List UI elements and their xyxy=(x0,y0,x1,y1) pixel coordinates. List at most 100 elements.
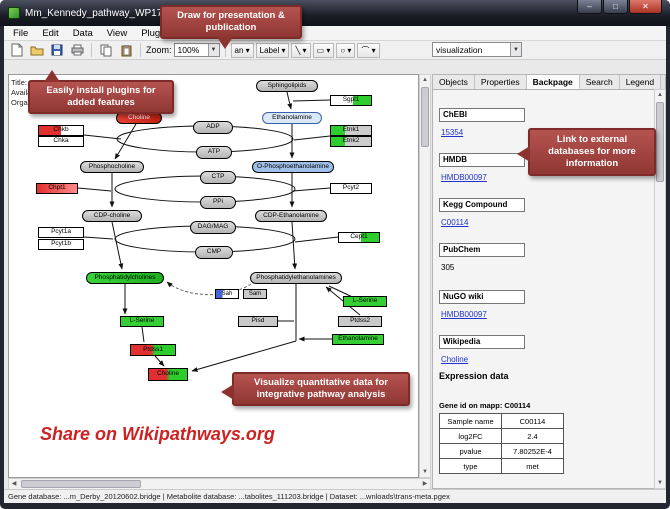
scroll-thumb[interactable] xyxy=(421,87,429,147)
open-folder-icon[interactable] xyxy=(28,42,46,58)
pathway-node-chka[interactable]: Chka xyxy=(38,136,84,147)
pathway-node-phosphocholine[interactable]: Phosphocholine xyxy=(80,161,144,173)
pathway-node-sgpl1[interactable]: Sgpl1 xyxy=(330,95,372,106)
chevron-down-icon[interactable]: ▼ xyxy=(207,44,219,56)
pathway-node-chpt1[interactable]: Chpt1 xyxy=(36,183,78,194)
chevron-down-icon[interactable]: ▼ xyxy=(510,43,521,56)
scroll-thumb[interactable] xyxy=(656,102,664,182)
pathway-node-etnk1[interactable]: Etnk1 xyxy=(330,125,372,136)
panel-vertical-scrollbar[interactable]: ▲ ▼ xyxy=(654,89,666,489)
pathway-node-cdp-ethanolamine[interactable]: CDP-Ethanolamine xyxy=(255,210,327,222)
pathway-node-pisd[interactable]: Pisd xyxy=(238,316,278,327)
line-tool-button[interactable]: ╲ ▾ xyxy=(291,42,311,58)
table-row: type met xyxy=(439,458,564,474)
menu-file[interactable]: File xyxy=(13,27,29,39)
menu-data[interactable]: Data xyxy=(72,27,93,39)
db-id-link[interactable]: HMDB00097 xyxy=(441,173,487,182)
canvas-vertical-scrollbar[interactable]: ▲ ▼ xyxy=(419,74,431,478)
scroll-left-icon[interactable]: ◀ xyxy=(11,481,17,487)
pathway-node-ethanolamine[interactable]: Ethanolamine xyxy=(262,112,322,124)
visualization-combobox[interactable]: visualization ▼ xyxy=(432,42,522,57)
tab-backpage[interactable]: Backpage xyxy=(526,75,580,89)
tab-objects[interactable]: Objects xyxy=(433,75,475,89)
caption-buttons: – □ ✕ xyxy=(577,0,662,14)
pathway-node-phosphatidylcholines[interactable]: Phosphatidylcholines xyxy=(86,272,164,284)
title-bar[interactable]: Mm_Kennedy_pathway_WP1771_45176.gpml xyxy=(0,0,670,26)
datanode-tool-button[interactable]: an ▾ xyxy=(230,42,254,58)
pathway-node-pcyt1b[interactable]: Pcyt1b xyxy=(38,239,84,250)
expression-cell: C00114 xyxy=(501,413,564,429)
pathway-node-ptdss2[interactable]: Ptdss2 xyxy=(338,316,382,327)
pathway-node-cept1[interactable]: Cept1 xyxy=(338,232,380,243)
db-id-link[interactable]: HMDB00097 xyxy=(441,310,487,319)
label-tool-button[interactable]: Label ▾ xyxy=(255,42,290,58)
db-name-box: Kegg Compound xyxy=(439,198,525,212)
scroll-thumb[interactable] xyxy=(21,480,141,488)
scroll-up-icon[interactable]: ▲ xyxy=(657,92,663,98)
close-button[interactable]: ✕ xyxy=(629,0,662,14)
scroll-up-icon[interactable]: ▲ xyxy=(422,77,428,83)
tab-properties[interactable]: Properties xyxy=(474,75,527,89)
pathway-node-cmp[interactable]: CMP xyxy=(195,246,233,259)
minimize-button[interactable]: – xyxy=(577,0,602,14)
pathway-node-sam[interactable]: Sam xyxy=(243,289,267,299)
expression-cell: Sample name xyxy=(439,413,502,429)
tab-legend[interactable]: Legend xyxy=(619,75,662,89)
pathway-node-adp[interactable]: ADP xyxy=(193,121,233,134)
pathway-info-available: Available xyxy=(11,88,42,97)
paste-icon[interactable] xyxy=(117,42,135,58)
menu-plugins[interactable]: Plugins xyxy=(141,27,173,39)
new-file-icon[interactable] xyxy=(8,42,26,58)
expression-data-title: Expression data xyxy=(439,371,509,381)
pathway-node-pcyt2[interactable]: Pcyt2 xyxy=(330,183,372,194)
pathway-node-chkb[interactable]: Chkb xyxy=(38,125,84,136)
scroll-right-icon[interactable]: ▶ xyxy=(422,481,428,487)
db-id-link[interactable]: Choline xyxy=(441,355,469,364)
pathway-node-dag-mag[interactable]: DAG/MAG xyxy=(190,221,236,234)
backpage-entry-wikipedia: Wikipedia Choline xyxy=(439,335,525,367)
pathway-node-l-serine-right[interactable]: L-Serine xyxy=(343,296,387,307)
zoom-label: Zoom: xyxy=(146,45,172,55)
arc-tool-button[interactable]: ⌒ ▾ xyxy=(357,42,380,58)
menu-edit[interactable]: Edit xyxy=(42,27,59,39)
pathway-node-cdp-choline[interactable]: CDP-choline xyxy=(82,210,142,222)
pathway-node-ppi[interactable]: PPi xyxy=(200,196,236,209)
pathway-node-etnk2[interactable]: Etnk2 xyxy=(330,136,372,147)
expression-cell: log2FC xyxy=(439,428,502,444)
print-icon[interactable] xyxy=(68,42,86,58)
db-name-box: HMDB xyxy=(439,153,525,167)
db-name-box: ChEBI xyxy=(439,108,525,122)
pathway-node-phosphatidylethanolamines[interactable]: Phosphatidylethanolamines xyxy=(250,272,342,284)
pathway-node-sah[interactable]: Sah xyxy=(215,289,239,299)
zoom-combobox[interactable]: 100% ▼ xyxy=(173,43,220,57)
pathway-node-l-serine-left[interactable]: L-Serine xyxy=(120,316,164,327)
pathway-node-ethanolamine-bottom[interactable]: Ethanolamine xyxy=(332,334,384,345)
pathway-info-title: Title: xyxy=(11,78,27,87)
tab-search[interactable]: Search xyxy=(579,75,620,89)
toolbar-separator xyxy=(224,43,226,57)
pathway-canvas[interactable]: Title: Available Organism xyxy=(8,74,419,478)
db-id-link[interactable]: C00114 xyxy=(441,218,469,227)
menu-view[interactable]: View xyxy=(106,27,128,39)
db-id-value: 305 xyxy=(441,263,455,272)
pathway-node-ptdss1[interactable]: Ptdss1 xyxy=(130,344,176,356)
gene-id-line: Gene id on mapp: C00114 xyxy=(439,401,531,410)
maximize-button[interactable]: □ xyxy=(603,0,628,14)
app-icon xyxy=(8,7,20,19)
menu-bar: File Edit Data View Plugins Help xyxy=(4,26,666,41)
pathway-node-atp[interactable]: ATP xyxy=(196,146,232,159)
scroll-down-icon[interactable]: ▼ xyxy=(422,469,428,475)
oval-tool-button[interactable]: ○ ▾ xyxy=(336,42,356,58)
pathway-node-ctp[interactable]: CTP xyxy=(200,171,236,184)
pathway-node-choline-selected[interactable]: Choline xyxy=(148,368,188,381)
db-id-link[interactable]: 15354 xyxy=(441,128,464,137)
save-icon[interactable] xyxy=(48,42,66,58)
rectangle-tool-button[interactable]: ▭ ▾ xyxy=(312,42,335,58)
pathway-node-o-phosphoethanolamine[interactable]: O-Phosphoethanolamine xyxy=(252,161,334,173)
scroll-down-icon[interactable]: ▼ xyxy=(657,480,663,486)
pathway-node-sphingolipids[interactable]: Sphingolipids xyxy=(256,80,318,92)
pathway-node-pcyt1a[interactable]: Pcyt1a xyxy=(38,227,84,238)
expression-table: Sample name C00114 log2FC 2.4 pvalue 7.8… xyxy=(439,413,564,474)
copy-icon[interactable] xyxy=(97,42,115,58)
